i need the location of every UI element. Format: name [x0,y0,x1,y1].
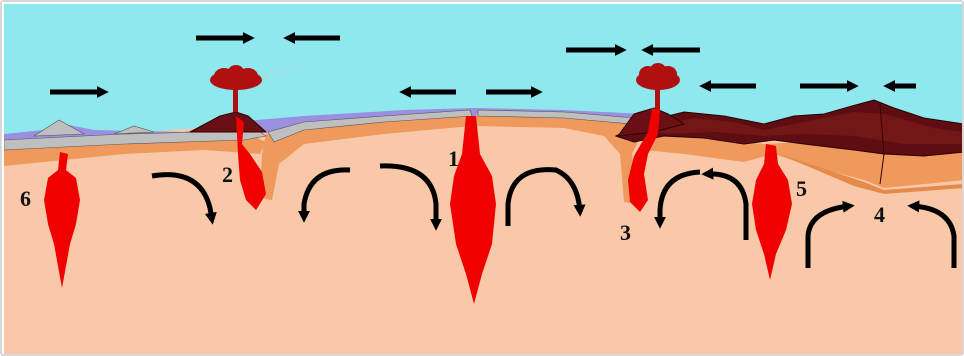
label-4: 4 [874,202,885,227]
label-6: 6 [20,186,31,211]
plate-tectonics-diagram: 1 2 3 4 5 6 [4,4,964,356]
label-5: 5 [796,176,807,201]
label-1: 1 [448,146,459,171]
label-3: 3 [620,220,631,245]
label-2: 2 [222,162,233,187]
